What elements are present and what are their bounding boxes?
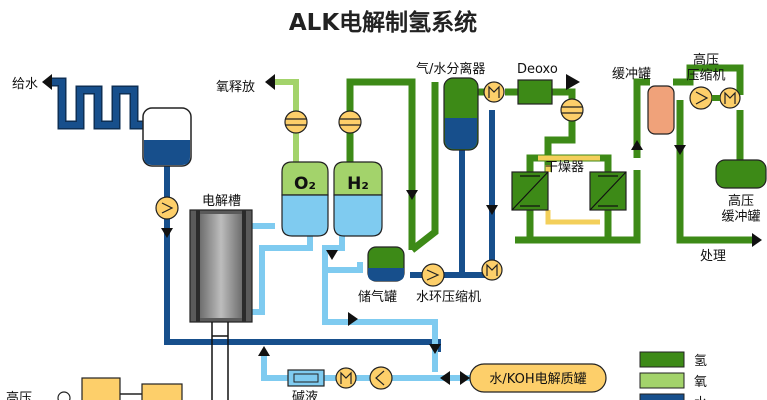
h2-arrow-2 <box>566 74 580 90</box>
oxygen-separator <box>281 161 329 237</box>
h2-arrow-1 <box>406 190 418 200</box>
label-feed-water: 给水 <box>12 77 38 92</box>
heat-exchanger-deoxo <box>560 98 584 122</box>
legend: 氢氧水 <box>639 351 707 400</box>
label-storage-tank: 储气罐 <box>358 289 397 305</box>
oxygen-pipes <box>275 79 299 162</box>
label-treatment: 处理 <box>700 249 726 264</box>
legend-label: 水 <box>694 396 707 400</box>
motor-separator <box>483 81 505 103</box>
dryer-left <box>511 171 549 211</box>
legend-swatch <box>639 372 685 389</box>
label-electrolyte-tank: 水/KOH电解质罐 <box>489 372 586 387</box>
h2-arrow-4 <box>674 145 686 155</box>
label-electrolyzer: 电解槽 <box>202 194 241 209</box>
diagram-title: ALK电解制氢系统 <box>289 9 477 36</box>
legend-label: 氧 <box>694 375 707 390</box>
label-hp-partial: 高压 <box>6 390 32 400</box>
label-hp-buffer: 高压缓冲罐 <box>721 193 760 225</box>
label-alkali-filter: 碱液 <box>292 390 318 400</box>
out-arrow <box>752 233 762 247</box>
hp-buffer-tank <box>715 159 767 189</box>
lye-arrow-1 <box>348 312 358 326</box>
storage-tank <box>367 246 405 282</box>
flow-arrows <box>42 74 762 385</box>
h2-arrow-3 <box>631 140 643 150</box>
motor-water-loop <box>481 259 503 281</box>
water-arrow-1 <box>161 228 173 238</box>
pump-feed <box>155 196 179 220</box>
feed-arrow <box>42 74 52 90</box>
buffer-tank <box>647 85 675 135</box>
gas-water-separator <box>443 77 479 151</box>
feed-water-tank <box>142 107 192 167</box>
pump-lye <box>369 366 393 390</box>
label-buffer-tank: 缓冲罐 <box>612 67 651 82</box>
dryer-right <box>589 171 627 211</box>
legend-swatch <box>639 393 685 400</box>
label-o2: O₂ <box>294 174 316 194</box>
deoxo-unit <box>517 79 553 105</box>
pump-liquid-ring <box>421 263 445 287</box>
electrolyte-tank <box>469 363 607 393</box>
tank-arrow-r <box>460 371 470 385</box>
dryer-lines <box>538 155 600 225</box>
label-dryer: 干燥器 <box>545 160 584 175</box>
alkali-filter <box>287 369 325 387</box>
label-gas-water-separator: 气/水分离器 <box>416 61 485 77</box>
water-pipes <box>52 77 495 352</box>
label-oxygen-vent: 氧释放 <box>216 80 255 95</box>
compressor-hp <box>689 86 741 110</box>
hydrogen-separator <box>333 161 383 237</box>
heat-exchanger-h2 <box>338 110 362 134</box>
label-deoxo: Deoxo <box>517 62 558 77</box>
legend-label: 氢 <box>694 354 707 369</box>
motor-lye <box>335 367 357 389</box>
lye-arrow-3 <box>429 344 441 354</box>
heat-exchanger-o2 <box>284 110 308 134</box>
legend-swatch <box>639 351 685 368</box>
lye-arrow-4 <box>326 250 338 260</box>
hp-partial-equipment <box>57 377 183 400</box>
label-liquid-ring-compressor: 水环压缩机 <box>416 289 481 305</box>
tank-arrow-l <box>440 371 450 385</box>
oxygen-vent-arrow <box>265 74 275 90</box>
electrolyzer <box>189 209 253 400</box>
label-h2: H₂ <box>347 174 369 194</box>
water-arrow-2 <box>486 205 498 215</box>
label-hp-compressor: 高压压缩机 <box>686 52 725 84</box>
lye-arrow-2 <box>258 346 270 356</box>
